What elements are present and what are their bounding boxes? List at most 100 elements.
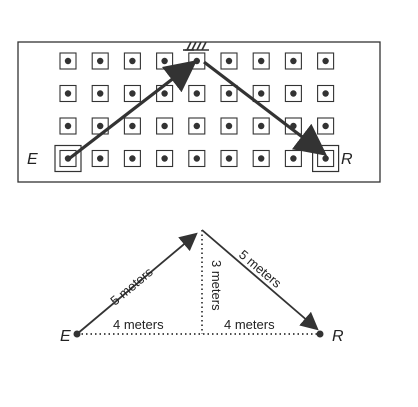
grid-dot (225, 90, 233, 97)
grid-cell (123, 149, 141, 168)
grid-square (220, 52, 238, 70)
grid-square (252, 84, 270, 103)
incident-ray-arrow (69, 60, 198, 160)
grid-cell (123, 84, 141, 103)
grid-cell (59, 52, 77, 70)
grid-dot (97, 90, 104, 97)
grid-dot (225, 57, 233, 65)
grid-square (156, 117, 174, 135)
grid-dot (129, 57, 136, 65)
grid-cell (123, 52, 141, 70)
grid-square (284, 84, 302, 103)
grid-dot (97, 155, 104, 162)
grid-cell (252, 84, 270, 103)
grid-square (91, 84, 109, 103)
right-slant-arrow (201, 229, 319, 331)
grid-cell (317, 149, 335, 168)
grid-dot (193, 155, 200, 162)
grid-dot (161, 57, 168, 65)
top-emitter-label: E (27, 151, 38, 168)
grid-cell (188, 84, 206, 103)
grid-square (123, 52, 141, 70)
grid-cell (91, 149, 109, 168)
grid-cell (156, 149, 174, 168)
left-slant-arrow (76, 232, 198, 335)
grid-square (252, 149, 270, 168)
emitter-highlight-box (54, 144, 82, 173)
grid-dot (97, 57, 104, 65)
left-slant-label: 5 meters (107, 264, 156, 308)
grid-square (317, 84, 335, 103)
grid-cell (252, 117, 270, 135)
grid-dot (290, 57, 297, 65)
grid-dot (290, 90, 297, 97)
right-slant-label: 5 meters (236, 247, 285, 291)
grid-dot (322, 122, 329, 130)
grid-square (220, 84, 238, 103)
grid-dot (290, 155, 297, 162)
grid-cell (220, 149, 238, 168)
grid-dot (193, 122, 200, 130)
grid-dot (161, 155, 168, 162)
grid-dot (193, 90, 200, 97)
grid-cell (252, 149, 270, 168)
grid-square (59, 84, 77, 103)
grid-cell (123, 117, 141, 135)
grid-cell (317, 84, 335, 103)
grid-dot (225, 122, 233, 130)
grid-cell (91, 52, 109, 70)
grid-dot (322, 57, 329, 65)
grid-square (59, 149, 77, 168)
grid-cell (284, 52, 302, 70)
grid-dot (193, 57, 200, 65)
grid-dot (129, 90, 136, 97)
grid-cell (59, 149, 77, 168)
grid-dot (129, 155, 136, 162)
grid-square (123, 149, 141, 168)
grid-cell (284, 84, 302, 103)
grid-cell (188, 117, 206, 135)
room-plan-frame (17, 41, 381, 183)
top-receiver-label: R (341, 151, 353, 168)
bottom-receiver-label: R (332, 328, 344, 345)
grid-dot (322, 155, 329, 162)
grid-square (123, 117, 141, 135)
bottom-emitter-label: E (60, 328, 71, 345)
grid-cell (59, 84, 77, 103)
grid-square (59, 117, 77, 135)
grid-square (252, 52, 270, 70)
grid-dot (161, 122, 168, 130)
reflected-ray-arrow (203, 60, 328, 156)
grid-square (156, 149, 174, 168)
grid-cell (156, 52, 174, 70)
grid-cell (59, 117, 77, 135)
grid-square (284, 52, 302, 70)
right-base-label: 4 meters (224, 317, 275, 332)
grid-cell (91, 84, 109, 103)
grid-dot (258, 122, 265, 130)
grid-cell (317, 117, 335, 135)
grid-cell (220, 52, 238, 70)
grid-square (91, 149, 109, 168)
receiver-point (316, 330, 324, 338)
grid-square (220, 117, 238, 135)
grid-dot (225, 155, 233, 162)
grid-dot (258, 155, 265, 162)
grid-cell (220, 117, 238, 135)
grid-dot (161, 90, 168, 97)
grid-group (54, 52, 340, 173)
grid-cell (284, 149, 302, 168)
grid-dot (322, 90, 329, 97)
height-label: 3 meters (209, 260, 224, 311)
reflection-hatch (183, 41, 209, 51)
grid-square (188, 117, 206, 135)
grid-square (252, 117, 270, 135)
grid-square (91, 52, 109, 70)
grid-dot (258, 57, 265, 65)
grid-dot (64, 57, 72, 65)
grid-cell (317, 52, 335, 70)
grid-dot (129, 122, 136, 130)
grid-dot (64, 90, 72, 97)
